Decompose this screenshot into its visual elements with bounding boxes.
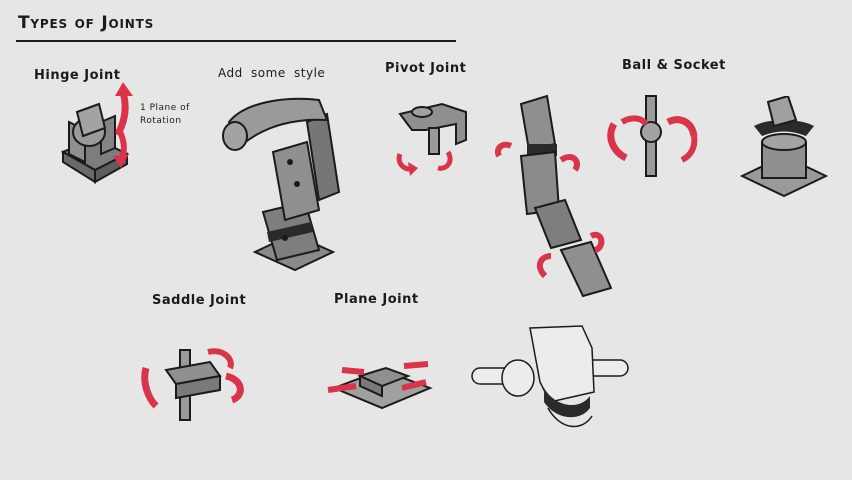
sheet-title: Types of Joints [18,13,155,33]
ball-socket-mount-sketch [740,96,828,198]
rotary-joint-sketch [471,325,629,428]
hinge-joint-sketch [60,82,133,184]
plane-joint-sketch [327,361,433,410]
note-one-plane-rotation: 1 Plane of Rotation [140,103,190,126]
ball-socket-arrows-sketch [607,95,698,177]
label-add-some-style: Add some style [218,66,326,80]
title-underline [16,40,456,42]
label-plane-joint: Plane Joint [334,292,419,307]
label-ball-and-socket: Ball & Socket [622,58,726,73]
label-hinge-joint: Hinge Joint [34,68,121,83]
label-saddle-joint: Saddle Joint [152,293,247,308]
pivot-joint-sketch [396,102,467,176]
saddle-joint-sketch [141,348,244,421]
styled-robot-arm-sketch [222,97,341,272]
segmented-arm-sketch [495,94,613,298]
label-pivot-joint: Pivot Joint [385,61,467,76]
